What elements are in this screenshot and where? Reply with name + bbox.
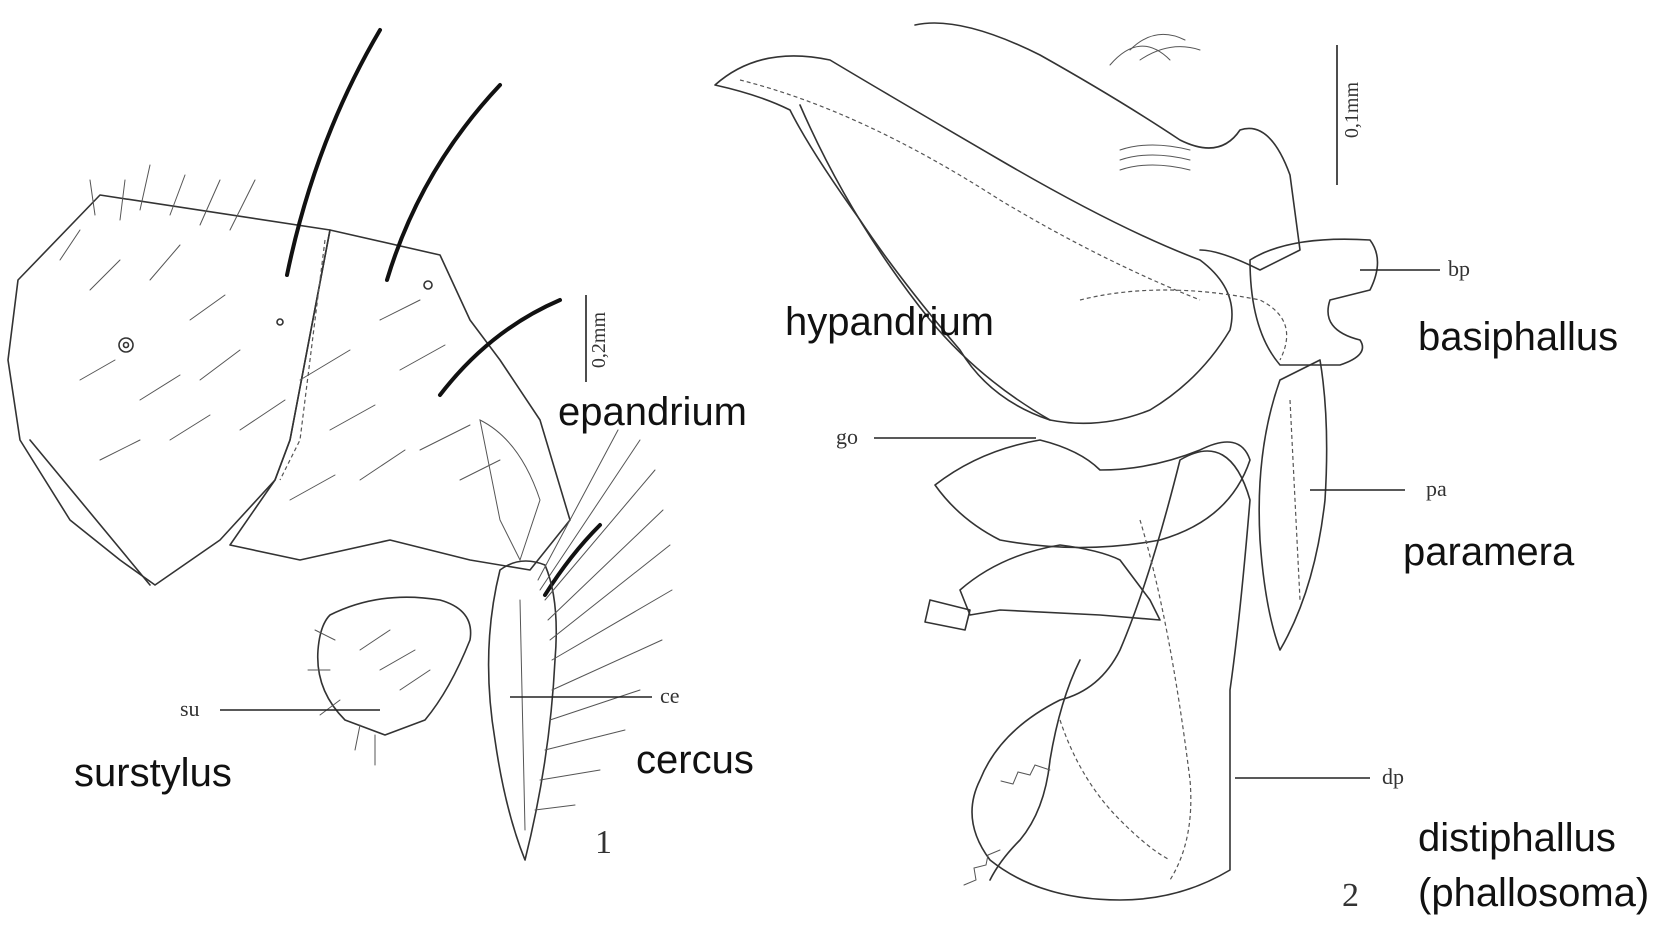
socket-circle — [119, 338, 133, 352]
go-abbreviation: go — [836, 424, 858, 449]
cercus-label: cercus — [636, 738, 754, 782]
syntergite-plate — [8, 195, 330, 585]
macrochaeta — [387, 85, 500, 280]
paramera-shape — [1259, 360, 1327, 650]
distiphallus-label-line2: (phallosoma) — [1418, 871, 1649, 915]
epandrium-plate — [230, 230, 570, 570]
figure-1-scale-label: 0,2mm — [588, 312, 610, 369]
epandrium-label: epandrium — [558, 390, 747, 434]
basiphallus-label: basiphallus — [1418, 315, 1618, 359]
figure-2-drawing — [715, 23, 1378, 900]
figure-1-scale-bar: 0,2mm — [586, 295, 610, 382]
figure-2-scale-label: 0,1mm — [1341, 82, 1363, 139]
distiphallus-label-line1: distiphallus — [1418, 816, 1616, 860]
figure-2-scale-bar: 0,1mm — [1337, 45, 1363, 185]
pa-abbreviation: pa — [1426, 476, 1447, 501]
basiphallus-shape — [1250, 239, 1378, 365]
figure-1-number: 1 — [595, 824, 612, 861]
gonite-shape — [935, 440, 1250, 548]
setae — [60, 165, 500, 500]
hypandrium-label: hypandrium — [785, 300, 994, 344]
dp-abbreviation: dp — [1382, 764, 1404, 789]
hypandrium-shape — [715, 56, 1232, 423]
macrochaeta — [440, 300, 560, 395]
surstylus-label: surstylus — [74, 751, 232, 795]
ce-abbreviation: ce — [660, 683, 680, 708]
figure-1-drawing — [8, 30, 672, 860]
surstylus-shape — [318, 597, 471, 735]
paramera-label: paramera — [1403, 530, 1575, 574]
su-abbreviation: su — [180, 696, 200, 721]
bp-abbreviation: bp — [1448, 256, 1470, 281]
figure-2-number: 2 — [1342, 877, 1359, 914]
